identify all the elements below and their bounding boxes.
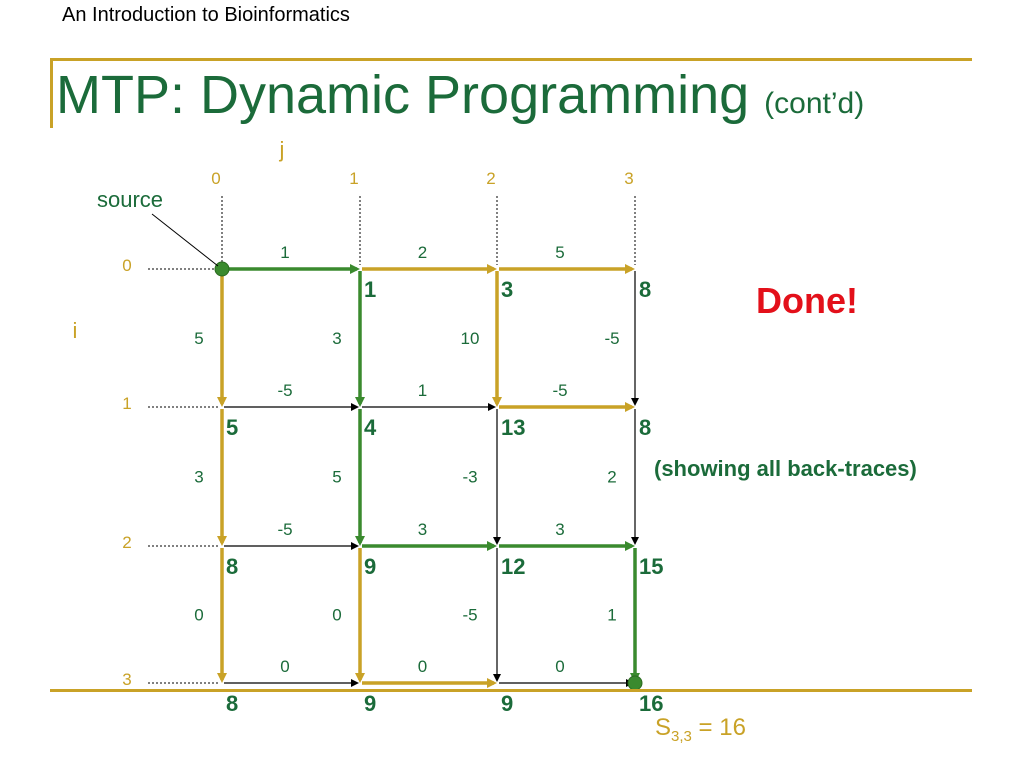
col-index-2: 2 bbox=[486, 169, 495, 188]
vertical-weight-0-0: 5 bbox=[194, 329, 203, 348]
row-index-1: 1 bbox=[122, 394, 131, 413]
horizontal-weight-3-0: 0 bbox=[280, 657, 289, 676]
backtrace-note: (showing all back-traces) bbox=[654, 456, 917, 481]
i-axis-label: i bbox=[73, 318, 78, 343]
final-score: S3,3 = 16 bbox=[655, 714, 746, 745]
node-score-2-1: 9 bbox=[364, 554, 376, 579]
node-score-2-0: 8 bbox=[226, 554, 238, 579]
horizontal-weight-2-2: 3 bbox=[555, 520, 564, 539]
col-index-0: 0 bbox=[211, 169, 220, 188]
vertical-weight-1-0: 3 bbox=[194, 468, 203, 487]
horizontal-weight-0-0: 1 bbox=[280, 243, 289, 262]
vertical-weight-2-2: -5 bbox=[462, 606, 477, 625]
title-sub: (cont’d) bbox=[764, 87, 865, 120]
vertical-weight-2-3: 1 bbox=[607, 606, 616, 625]
vertical-weight-1-3: 2 bbox=[607, 468, 616, 487]
vertical-weight-2-0: 0 bbox=[194, 606, 203, 625]
row-index-3: 3 bbox=[122, 670, 131, 689]
horizontal-weight-1-0: -5 bbox=[277, 381, 292, 400]
node-score-1-2: 13 bbox=[501, 415, 525, 440]
horizontal-weight-1-2: -5 bbox=[552, 381, 567, 400]
vertical-weight-0-2: 10 bbox=[461, 329, 480, 348]
node-score-1-0: 5 bbox=[226, 415, 238, 440]
vertical-weight-1-2: -3 bbox=[462, 468, 477, 487]
source-label: source bbox=[97, 187, 163, 212]
node-score-0-3: 8 bbox=[639, 277, 651, 302]
vertical-weight-2-1: 0 bbox=[332, 606, 341, 625]
done-label: Done! bbox=[756, 280, 858, 321]
horizontal-weight-3-1: 0 bbox=[418, 657, 427, 676]
bottom-rule bbox=[50, 689, 972, 692]
node-score-3-3: 16 bbox=[639, 691, 663, 716]
score-subscript: 3,3 bbox=[671, 727, 692, 745]
horizontal-weight-1-1: 1 bbox=[418, 381, 427, 400]
node-score-3-1: 9 bbox=[364, 691, 376, 716]
horizontal-weight-2-0: -5 bbox=[277, 520, 292, 539]
title-side-bar bbox=[50, 58, 53, 128]
node-score-1-3: 8 bbox=[639, 415, 651, 440]
horizontal-weight-0-2: 5 bbox=[555, 243, 564, 262]
node-score-3-2: 9 bbox=[501, 691, 513, 716]
j-axis-label: j bbox=[279, 137, 285, 162]
col-index-1: 1 bbox=[349, 169, 358, 188]
vertical-weight-0-3: -5 bbox=[604, 329, 619, 348]
horizontal-weight-0-1: 2 bbox=[418, 243, 427, 262]
vertical-weight-1-1: 5 bbox=[332, 468, 341, 487]
title-rule bbox=[50, 58, 972, 61]
source-node bbox=[214, 261, 230, 277]
score-prefix: S bbox=[655, 714, 672, 741]
node-score-2-3: 15 bbox=[639, 554, 663, 579]
horizontal-weight-3-2: 0 bbox=[555, 657, 564, 676]
title-main: MTP: Dynamic Programming bbox=[56, 65, 750, 125]
sink-node bbox=[627, 675, 643, 691]
node-score-3-0: 8 bbox=[226, 691, 238, 716]
vertical-weight-0-1: 3 bbox=[332, 329, 341, 348]
horizontal-weight-2-1: 3 bbox=[418, 520, 427, 539]
row-index-0: 0 bbox=[122, 256, 131, 275]
source-pointer-line bbox=[151, 213, 219, 267]
row-index-2: 2 bbox=[122, 533, 131, 552]
col-index-3: 3 bbox=[624, 169, 633, 188]
node-score-0-1: 1 bbox=[364, 277, 376, 302]
node-score-1-1: 4 bbox=[364, 415, 377, 440]
node-score-0-2: 3 bbox=[501, 277, 513, 302]
slide-title: MTP: Dynamic Programming (cont’d) bbox=[56, 64, 864, 126]
node-score-2-2: 12 bbox=[501, 554, 525, 579]
course-header: An Introduction to Bioinformatics bbox=[62, 4, 350, 26]
score-suffix: = 16 bbox=[691, 714, 746, 741]
